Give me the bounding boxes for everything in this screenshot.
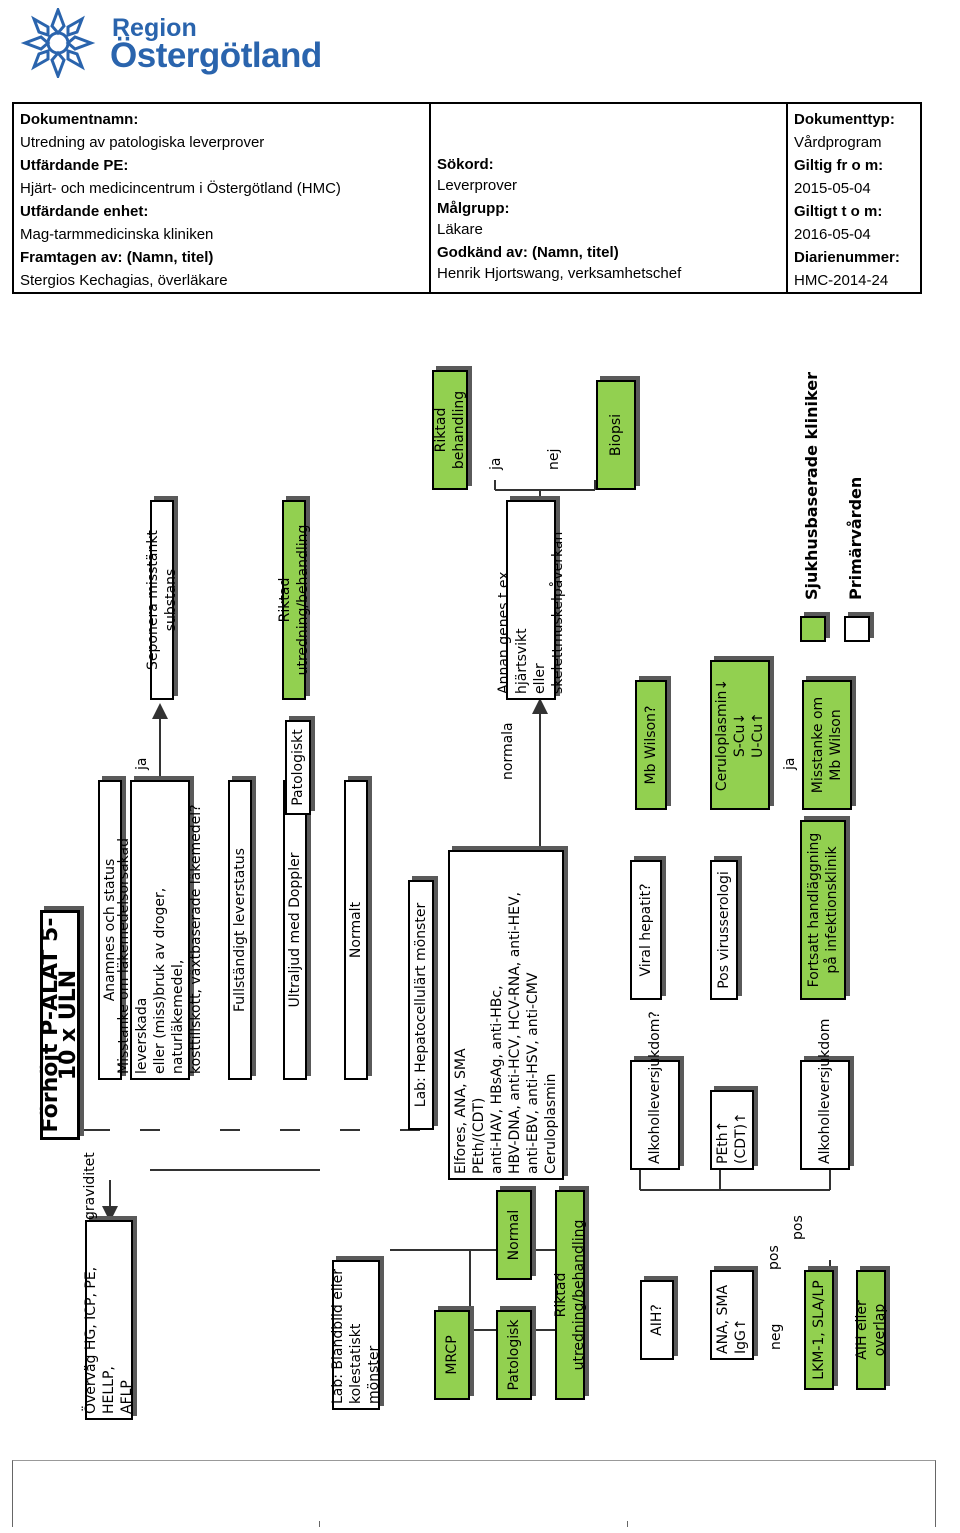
peth-box: PEth↑ (CDT)↑ bbox=[710, 1090, 754, 1170]
riktad-utredning-box-2: Riktad utredning/behandling bbox=[553, 1190, 587, 1400]
giltig-fr-value: 2015-05-04 bbox=[794, 180, 871, 197]
neg-label: neg bbox=[768, 1323, 784, 1350]
ja-label-2: ja bbox=[488, 457, 504, 470]
normal-box: Normal bbox=[496, 1190, 532, 1280]
lab-hepatocellular-box: Lab: Hepatocellulärt mönster bbox=[408, 880, 434, 1130]
footer-tick-2 bbox=[627, 1521, 628, 1527]
utfardande-pe-cell: Utfärdande PE: Hjärt- och medicincentrum… bbox=[20, 154, 423, 200]
elfores-box: Elfores, ANA, SMA PEth/(CDT) anti-HAV, H… bbox=[448, 850, 564, 1180]
seponera-box: Seponera misstänkt substans bbox=[145, 500, 179, 700]
mb-wilson-box: Mb Wilson? bbox=[635, 680, 667, 810]
dokumentnamn-value: Utredning av patologiska leverprover bbox=[20, 134, 265, 151]
framtagen-label: Framtagen av: (Namn, titel) bbox=[20, 249, 214, 266]
logo-flower-icon bbox=[20, 8, 96, 78]
pos-virusserologi-box: Pos virusserologi bbox=[710, 860, 738, 1000]
title-box: Förhöjt P-ALAT 5-10 x ULN bbox=[38, 910, 81, 1140]
nej-label: nej bbox=[546, 448, 562, 470]
dokumenttyp-value: Vårdprogram bbox=[794, 134, 882, 151]
pos-label-1: pos bbox=[766, 1245, 782, 1270]
malgrupp-value: Läkare bbox=[437, 221, 483, 238]
pos-label-2: pos bbox=[790, 1215, 806, 1240]
aih-box: AIH? bbox=[640, 1280, 674, 1360]
lab-blandbild-box: Lab: Blandbild eller kolestatiskt mönste… bbox=[330, 1260, 382, 1410]
giltig-till-value: 2016-05-04 bbox=[794, 226, 871, 243]
diarienummer-label: Diarienummer: bbox=[794, 249, 900, 266]
framtagen-value: Stergios Kechagias, överläkare bbox=[20, 272, 228, 289]
patologiskt-box: Patologiskt bbox=[285, 720, 311, 815]
legend-white-label: Primärvården bbox=[846, 476, 865, 600]
ultraljud-box: Ultraljud med Doppler bbox=[283, 780, 307, 1080]
malgrupp-label: Målgrupp: bbox=[437, 200, 510, 217]
framtagen-cell: Framtagen av: (Namn, titel) Stergios Kec… bbox=[20, 246, 423, 292]
giltig-fr-label: Giltig fr o m: bbox=[794, 157, 884, 174]
fullstandigt-leverstatus-box: Fullständigt leverstatus bbox=[228, 780, 252, 1080]
overvag-graviditet-box: Överväg HG, ICP, PE, HELLP, AFLP bbox=[83, 1220, 135, 1420]
logo-text-ostergotland: Östergötland bbox=[110, 36, 322, 75]
flowchart: Förhöjt P-ALAT 5-10 x ULN Överväg HG, IC… bbox=[30, 360, 900, 1470]
sokord-value: Leverprover bbox=[437, 177, 518, 194]
ja-label-1: ja bbox=[134, 757, 150, 770]
legend-white-swatch bbox=[844, 616, 870, 642]
utfardande-pe-value: Hjärt- och medicincentrum i Östergötland… bbox=[20, 180, 341, 197]
fortsatt-handlaggning-box: Fortsatt handläggning på infektionsklini… bbox=[800, 820, 846, 1000]
annan-genes-box: Annan genes t ex hjärtsvikt eller skelet… bbox=[496, 500, 566, 700]
utfardande-pe-label: Utfärdande PE: bbox=[20, 157, 129, 174]
sokord-label: Sökord: bbox=[437, 156, 494, 173]
ceruloplasmin-box: Ceruloplasmin↓ S-Cu↓ U-Cu↑ bbox=[710, 660, 770, 810]
biopsi-box: Biopsi bbox=[596, 380, 636, 490]
alkohol-box-2: Alkoholleversjukdom bbox=[800, 1019, 850, 1170]
logo-text-region: Region bbox=[112, 14, 197, 42]
godkand-label: Godkänd av: (Namn, titel) bbox=[437, 244, 619, 261]
diarienummer-cell: Diarienummer: HMC-2014-24 bbox=[794, 246, 914, 292]
godkand-value: Henrik Hjortswang, verksamhetschef bbox=[437, 265, 682, 282]
diarienummer-value: HMC-2014-24 bbox=[794, 272, 889, 289]
page-footer-frame bbox=[12, 1460, 936, 1527]
malgrupp-cell: Målgrupp: Läkare bbox=[437, 198, 780, 242]
normala-label: normala bbox=[500, 722, 516, 780]
viral-hepatit-box: Viral hepatit? bbox=[630, 860, 662, 1000]
riktad-behandling-box: Riktad behandling bbox=[432, 370, 468, 490]
godkand-cell: Godkänd av: (Namn, titel) Henrik Hjortsw… bbox=[437, 242, 780, 286]
ja-label-3: ja bbox=[782, 757, 798, 770]
mrcp-box: MRCP bbox=[434, 1310, 470, 1400]
graviditet-label: graviditet bbox=[82, 1152, 98, 1220]
misstanke-lakemedel-box: Misstanke om läkemedelsorsakad leverskad… bbox=[116, 780, 204, 1080]
giltig-fr-cell: Giltig fr o m: 2015-05-04 bbox=[794, 154, 914, 200]
giltig-till-cell: Giltigt t o m: 2016-05-04 bbox=[794, 200, 914, 246]
utfardande-enhet-value: Mag-tarmmedicinska kliniken bbox=[20, 226, 214, 243]
dokumentnamn-label: Dokumentnamn: bbox=[20, 111, 139, 128]
misstanke-wilson-box: Misstanke om Mb Wilson bbox=[802, 680, 852, 810]
document-header-table: Dokumentnamn: Utredning av patologiska l… bbox=[12, 102, 922, 294]
alkohol-box-1: Alkoholleversjukdom? bbox=[630, 1011, 680, 1170]
dokumenttyp-label: Dokumenttyp: bbox=[794, 111, 895, 128]
normalt-box: Normalt bbox=[344, 780, 368, 1080]
giltig-till-label: Giltigt t o m: bbox=[794, 203, 883, 220]
riktad-utredning-box-1: Riktad utredning/behandling bbox=[277, 500, 311, 700]
utfardande-enhet-label: Utfärdande enhet: bbox=[20, 203, 149, 220]
dokumentnamn-cell: Dokumentnamn: Utredning av patologiska l… bbox=[20, 104, 423, 154]
sokord-cell: Sökord: Leverprover bbox=[437, 154, 780, 198]
legend-green-label: Sjukhusbaserade kliniker bbox=[802, 372, 821, 600]
footer-tick-1 bbox=[319, 1521, 320, 1527]
region-ostergotland-logo: Region Östergötland bbox=[18, 8, 322, 78]
legend-green-swatch bbox=[800, 616, 826, 642]
patologisk-box: Patologisk bbox=[496, 1310, 532, 1400]
dokumenttyp-cell: Dokumenttyp: Vårdprogram bbox=[794, 104, 914, 154]
utfardande-enhet-cell: Utfärdande enhet: Mag-tarmmedicinska kli… bbox=[20, 200, 423, 246]
ana-sma-box: ANA, SMA IgG↑ bbox=[710, 1270, 754, 1360]
lkm-box: LKM-1, SLA/LP bbox=[804, 1270, 834, 1390]
aih-overlap-box: AIH eller overlap bbox=[854, 1270, 888, 1390]
